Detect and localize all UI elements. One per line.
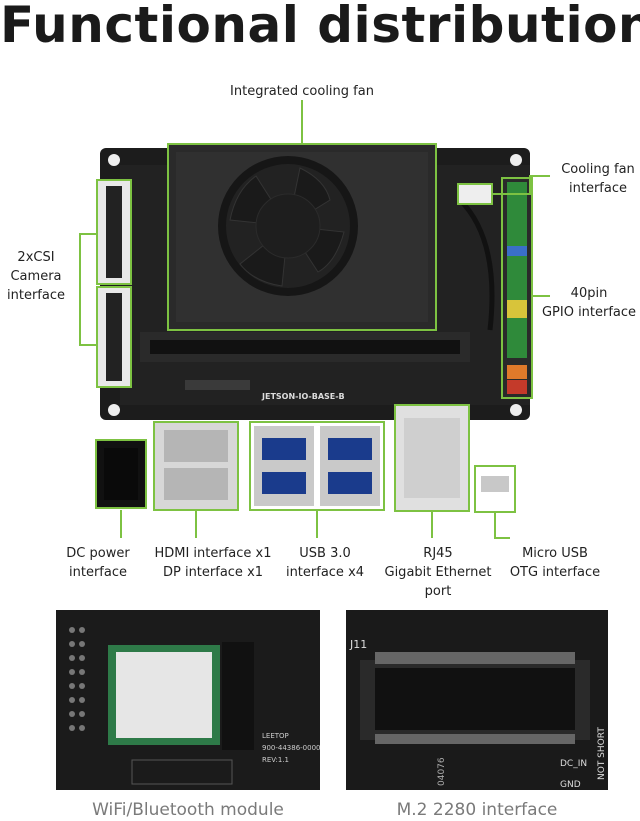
csi-connectors bbox=[96, 179, 132, 388]
board-silkscreen: JETSON-IO-BASE-B bbox=[261, 392, 345, 401]
usb3-ports bbox=[249, 421, 385, 511]
wifi-module-photo: LEETOP 900-44386-0000 REV:1.1 bbox=[56, 610, 321, 790]
dc-in-label: DC_IN bbox=[560, 759, 587, 769]
j11-label: J11 bbox=[349, 638, 367, 651]
gnd-label: GND bbox=[560, 780, 581, 790]
leetop-line-3: REV:1.1 bbox=[262, 756, 289, 764]
leetop-line-1: LEETOP bbox=[262, 732, 289, 740]
callout-lines bbox=[79, 100, 550, 539]
label-cooling-fan: Integrated cooling fan bbox=[230, 84, 374, 99]
caption-m2: M.2 2280 interface bbox=[396, 800, 558, 820]
code-label: 04076 bbox=[437, 757, 447, 786]
m2-interface-photo: J11 DC_IN GND NOT SHORT 04076 bbox=[346, 610, 608, 790]
page-title: Functional distribution bbox=[0, 0, 640, 54]
caption-wifi: WiFi/Bluetooth module bbox=[92, 800, 284, 820]
cooling-fan-module bbox=[167, 143, 437, 331]
gpio-header bbox=[501, 177, 533, 399]
not-short-label: NOT SHORT bbox=[597, 727, 607, 780]
leetop-line-2: 900-44386-0000 bbox=[262, 744, 321, 752]
